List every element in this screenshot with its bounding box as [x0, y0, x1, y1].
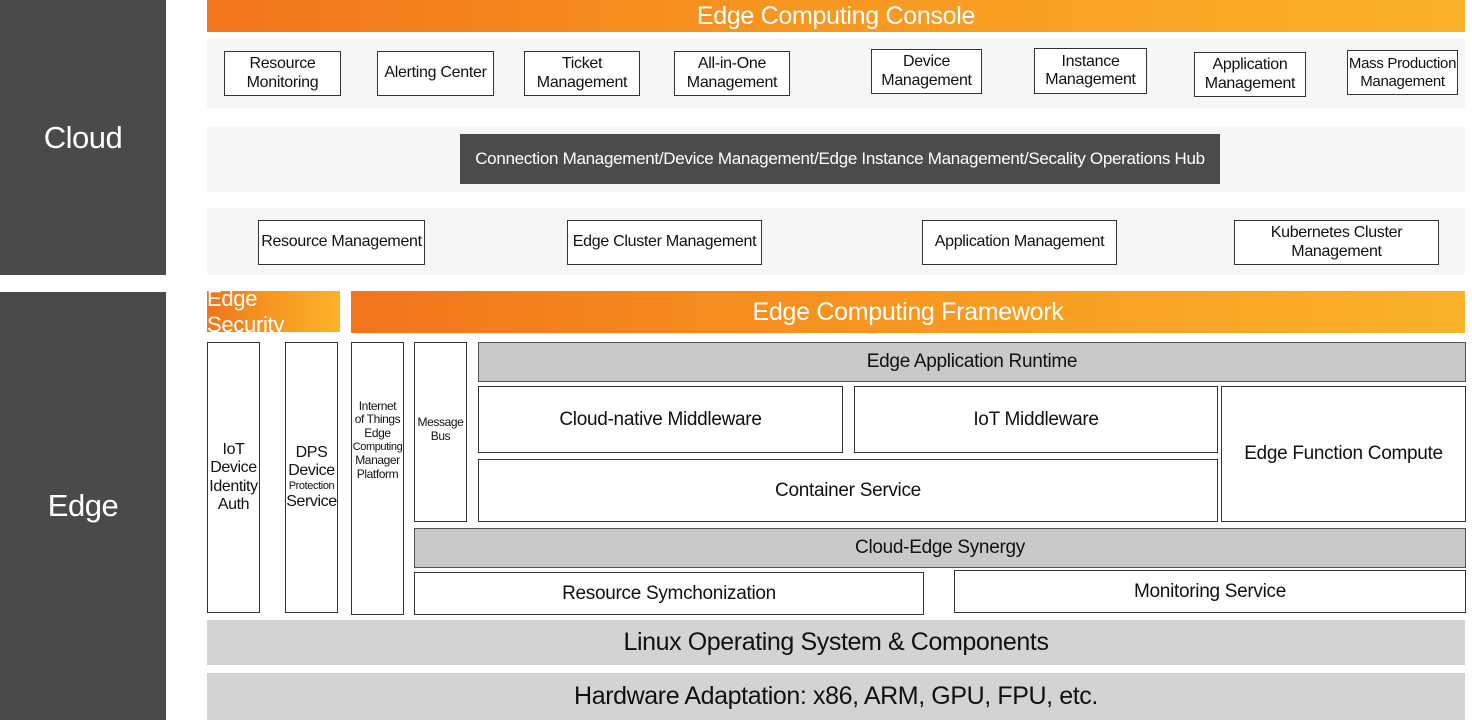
iot-middleware: IoT Middleware: [854, 386, 1218, 453]
mgmt-label: Edge Cluster Management: [572, 233, 757, 251]
linux-os-layer: Linux Operating System & Components: [207, 620, 1465, 665]
resource-synchronization: Resource Symchonization: [414, 572, 924, 615]
edge-function-compute: Edge Function Compute: [1221, 386, 1466, 522]
mgmt-label: Kubernetes Cluster Management: [1270, 224, 1403, 260]
platform-line: Internet: [358, 398, 397, 413]
function-compute-label: Edge Function Compute: [1244, 443, 1443, 465]
runtime-label: Edge Application Runtime: [866, 351, 1078, 372]
module-resource-monitoring: Resource Monitoring: [224, 51, 341, 96]
module-instance-management: Instance Management: [1034, 48, 1147, 94]
hardware-adaptation-layer: Hardware Adaptation: x86, ARM, GPU, FPU,…: [207, 673, 1465, 720]
module-ticket-management: Ticket Management: [524, 51, 640, 96]
dps-line: Device: [288, 461, 335, 479]
module-label: Ticket Management: [536, 55, 628, 91]
cloud-layer-label: Cloud: [0, 0, 166, 275]
module-label: Application Management: [1204, 56, 1296, 92]
module-alerting-center: Alerting Center: [377, 51, 494, 96]
module-mass-production-management: Mass Production Management: [1347, 50, 1458, 95]
mgmt-label: Application Management: [934, 233, 1105, 251]
module-application-management: Application Management: [1194, 52, 1306, 97]
synergy-label: Cloud-Edge Synergy: [855, 537, 1025, 558]
module-label: Mass Production Management: [1348, 55, 1457, 90]
dps-line: Service: [286, 493, 337, 511]
mgmt-application-management: Application Management: [922, 220, 1117, 265]
module-device-management: Device Management: [871, 49, 982, 94]
framework-header: Edge Computing Framework: [351, 291, 1465, 333]
iot-edge-computing-manager-platform: Internet of Things Edge Computing Manage…: [351, 342, 404, 615]
monitoring-service: Monitoring Service: [954, 570, 1466, 613]
iot-auth-line: Identity: [209, 477, 258, 495]
dps-line: Protection: [288, 480, 335, 493]
container-label: Container Service: [775, 479, 921, 501]
edge-layer-label: Edge: [0, 292, 166, 720]
iot-auth-line: Device: [210, 459, 257, 477]
cloud-native-label: Cloud-native Middleware: [559, 408, 762, 430]
iot-auth-line: Auth: [217, 495, 250, 513]
console-title: Edge Computing Console: [696, 1, 976, 30]
iot-device-identity-auth: IoT Device Identity Auth: [207, 342, 260, 613]
resource-sync-label: Resource Symchonization: [562, 582, 776, 604]
hardware-label: Hardware Adaptation: x86, ARM, GPU, FPU,…: [574, 682, 1098, 710]
module-label: Alerting Center: [384, 64, 487, 82]
edge-label-text: Edge: [47, 488, 119, 523]
framework-title: Edge Computing Framework: [752, 297, 1064, 326]
cloud-native-middleware: Cloud-native Middleware: [478, 386, 843, 453]
edge-security-header: Edge Security: [207, 286, 340, 337]
platform-line: Platform: [356, 466, 399, 481]
cloud-edge-synergy: Cloud-Edge Synergy: [414, 528, 1466, 568]
platform-line: Edge: [364, 426, 391, 441]
dps-device-protection-service: DPS Device Protection Service: [285, 342, 338, 613]
iot-auth-line: IoT: [222, 440, 245, 458]
mgmt-resource-management: Resource Management: [258, 220, 425, 265]
platform-line: Manager: [355, 452, 400, 467]
edge-application-runtime: Edge Application Runtime: [478, 342, 1466, 382]
module-label: All-in-One Management: [686, 55, 778, 91]
monitoring-label: Monitoring Service: [1134, 580, 1286, 602]
module-label: Device Management: [881, 53, 972, 89]
dps-line: DPS: [295, 443, 328, 461]
mgmt-edge-cluster-management: Edge Cluster Management: [567, 220, 762, 265]
edge-security-title: Edge Security: [207, 285, 285, 337]
platform-line: of Things: [354, 412, 401, 427]
mgmt-label: Resource Management: [261, 233, 422, 251]
linux-os-label: Linux Operating System & Components: [623, 628, 1049, 656]
platform-line: Computing: [352, 441, 403, 454]
message-bus-line: Message: [417, 415, 464, 429]
module-label: Instance Management: [1045, 52, 1136, 88]
mgmt-kubernetes-cluster-management: Kubernetes Cluster Management: [1234, 220, 1439, 265]
message-bus: Message Bus: [414, 342, 467, 522]
container-service: Container Service: [478, 459, 1218, 522]
iot-middleware-label: IoT Middleware: [973, 408, 1099, 430]
operations-hub: Connection Management/Device Management/…: [460, 134, 1220, 184]
module-label: Resource Monitoring: [246, 55, 319, 91]
console-header: Edge Computing Console: [207, 0, 1465, 32]
message-bus-line: Bus: [430, 428, 451, 443]
module-all-in-one-management: All-in-One Management: [674, 51, 790, 96]
operations-hub-label: Connection Management/Device Management/…: [475, 149, 1205, 168]
cloud-label-text: Cloud: [43, 119, 123, 155]
